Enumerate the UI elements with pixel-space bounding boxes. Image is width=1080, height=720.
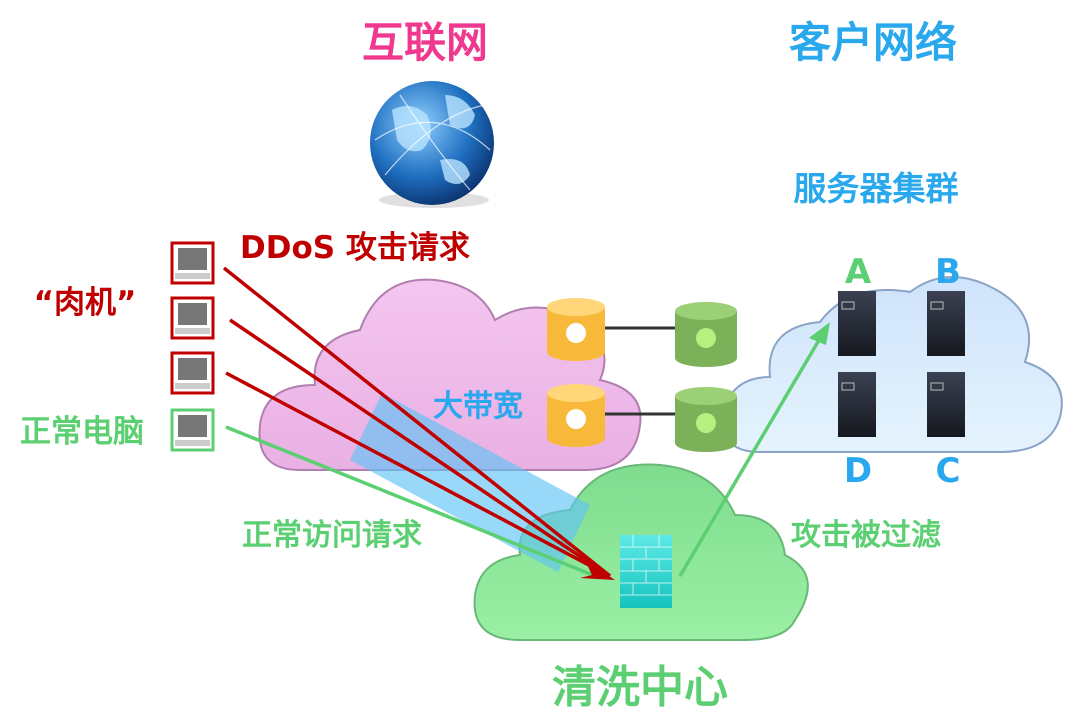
normal-laptop-icon xyxy=(170,408,215,452)
normal-request-label: 正常访问请求 xyxy=(242,518,422,553)
internet-title: 互联网 xyxy=(362,18,488,67)
switch-icon xyxy=(675,302,737,367)
big-bandwidth-label: 大带宽 xyxy=(433,389,523,424)
customer-cloud xyxy=(722,276,1063,453)
router-icon xyxy=(547,298,605,361)
server-cluster-title: 服务器集群 xyxy=(794,169,959,208)
globe-icon xyxy=(370,81,494,208)
normal-pc-label: 正常电脑 xyxy=(20,414,144,450)
arrow-head-icon xyxy=(580,560,615,580)
server-label-c: C xyxy=(936,451,961,491)
customer-network-title: 客户网络 xyxy=(789,18,957,67)
server-label-b: B xyxy=(935,252,961,292)
zombie-laptop-icon xyxy=(170,296,215,340)
normal-traffic xyxy=(225,425,601,580)
attack-filtered-label: 攻击被过滤 xyxy=(791,518,941,553)
arrow-head-icon xyxy=(809,322,830,345)
firewall-icon xyxy=(620,535,672,608)
server-icon xyxy=(838,291,876,356)
zombie-laptop-icon xyxy=(170,351,215,395)
scrubbing-center-title: 清洗中心 xyxy=(552,662,728,713)
server-label-d: D xyxy=(844,451,872,491)
server-icon xyxy=(838,372,876,437)
server-icon xyxy=(927,291,965,356)
server-label-a: A xyxy=(845,252,872,292)
zombie-label: “肉机” xyxy=(34,285,137,321)
clean-traffic xyxy=(678,334,824,577)
router-icon xyxy=(547,384,605,447)
internet-cloud xyxy=(258,278,642,471)
server-icon xyxy=(927,372,965,437)
zombie-laptop-icon xyxy=(170,241,215,285)
ddos-request-label: DDoS 攻击请求 xyxy=(240,230,470,266)
attack-traffic xyxy=(222,266,612,578)
switch-icon xyxy=(675,387,737,452)
